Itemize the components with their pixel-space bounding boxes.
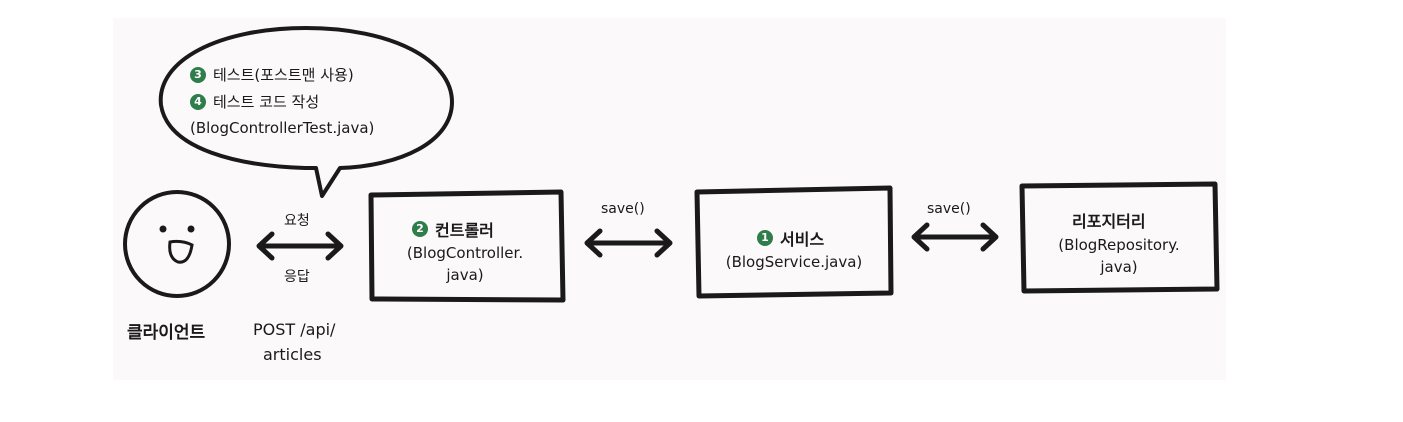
save-label-2: save() [927, 201, 971, 217]
step-1-badge: 1 [757, 230, 773, 246]
request-label: 요청 [284, 213, 310, 229]
step-4-text: 테스트 코드 작성 [213, 93, 320, 111]
endpoint-line-2: articles [263, 345, 322, 364]
client-eye-left [159, 225, 167, 233]
step-3-badge: 3 [190, 66, 206, 83]
save-arrow-2 [911, 222, 999, 252]
controller-file: (BlogController. java) [385, 242, 545, 286]
response-label: 응답 [284, 269, 310, 285]
repository-title: 리포지터리 [1072, 212, 1146, 231]
repository-file: (BlogRepository. java) [1034, 234, 1204, 278]
step-4-file: (BlogControllerTest.java) [190, 119, 375, 137]
client-eye-right [187, 225, 195, 233]
repository-file-line-2: java) [1100, 258, 1138, 276]
repository-box [1019, 181, 1220, 294]
service-box [694, 185, 894, 299]
endpoint-line-1: POST /api/ [253, 320, 336, 339]
bubble-step-4: 4 테스트 코드 작성 [190, 91, 319, 112]
service-title: 1 서비스 [757, 226, 824, 250]
save-label-1: save() [601, 201, 645, 217]
step-3-text: 테스트(포스트맨 사용) [213, 66, 354, 84]
controller-title-text: 컨트롤러 [435, 221, 494, 240]
service-file: (BlogService.java) [725, 253, 863, 271]
service-title-text: 서비스 [780, 230, 825, 249]
request-response-arrow [256, 231, 344, 261]
controller-file-line-2: java) [446, 266, 484, 284]
controller-box [368, 189, 566, 303]
diagram-background [113, 18, 1226, 380]
speech-bubble [158, 26, 454, 198]
client-mouth [168, 239, 194, 264]
repository-file-line-1: (BlogRepository. [1058, 236, 1180, 254]
client-face-icon [123, 190, 231, 298]
client-label: 클라이언트 [127, 323, 206, 343]
controller-file-line-1: (BlogController. [406, 244, 524, 262]
save-arrow-1 [584, 228, 673, 258]
step-2-badge: 2 [412, 221, 428, 237]
step-4-badge: 4 [190, 93, 206, 110]
bubble-step-3: 3 테스트(포스트맨 사용) [190, 64, 354, 85]
controller-title: 2 컨트롤러 [412, 217, 494, 241]
